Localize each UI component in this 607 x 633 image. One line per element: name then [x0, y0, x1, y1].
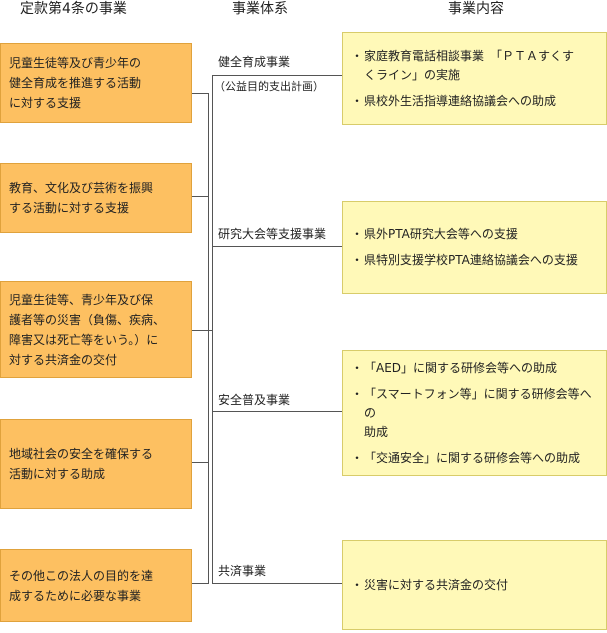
- article-box-1: 児童生徒等及び青少年の 健全育成を推進する活動 に対する支援: [0, 43, 192, 123]
- content-box-1: ・ 家庭教育電話相談事業 「ＰＴＡすくす くライン」の実施 ・ 県校外生活指導連…: [342, 32, 607, 125]
- article-box-2: 教育、文化及び芸術を振興 する活動に対する支援: [0, 163, 192, 233]
- article-text: その他この法人の目的を達 成するために必要な事業: [9, 568, 154, 603]
- content-box-3: ・ 「AED」に関する研修会等への助成 ・ 「スマートフォン等」に関する研修会等…: [342, 350, 607, 476]
- category-label-4: 共済事業: [218, 564, 267, 578]
- content-item: ・ 「スマートフォン等」に関する研修会等への 助成: [351, 386, 592, 439]
- content-item: ・ 県校外生活指導連絡協議会への助成: [351, 93, 557, 108]
- article-box-5: その他この法人の目的を達 成するために必要な事業: [0, 549, 192, 622]
- content-item: ・ 家庭教育電話相談事業 「ＰＴＡすくす くライン」の実施: [351, 48, 575, 82]
- connector-article-2: [192, 196, 208, 197]
- content-item: ・ 災害に対する共済金の交付: [351, 577, 509, 592]
- header-business-content: 事業内容: [448, 1, 504, 17]
- content-item: ・ 「交通安全」に関する研修会等への助成: [351, 450, 581, 465]
- article-text: 児童生徒等、青少年及び保 護者等の災害（負傷、疾病、 障害又は死亡等をいう。）に…: [9, 292, 166, 367]
- content-item: ・ 県特別支援学校PTA連絡協議会への支援: [351, 253, 578, 267]
- content-box-2: ・ 県外PTA研究大会等への支援 ・ 県特別支援学校PTA連絡協議会への支援: [342, 201, 607, 294]
- content-box-4: ・ 災害に対する共済金の交付: [342, 540, 607, 630]
- article-text: 地域社会の安全を確保する 活動に対する助成: [9, 447, 154, 481]
- category-label-3: 安全普及事業: [218, 393, 291, 407]
- connector-category-1: [212, 75, 342, 76]
- category-label-2: 研究大会等支援事業: [218, 227, 327, 241]
- header-business-system: 事業体系: [232, 1, 288, 17]
- connector-article-5: [192, 583, 208, 584]
- connector-category-2: [212, 246, 342, 247]
- connector-join: [208, 330, 212, 331]
- category-sublabel-1: （公益目的支出計画）: [214, 80, 324, 93]
- connector-center-trunk: [212, 75, 213, 583]
- connector-article-1: [192, 93, 208, 94]
- connector-category-4: [212, 583, 342, 584]
- category-label-1: 健全育成事業: [218, 55, 291, 69]
- article-box-4: 地域社会の安全を確保する 活動に対する助成: [0, 419, 192, 509]
- connector-article-3: [192, 330, 208, 331]
- article-text: 児童生徒等及び青少年の 健全育成を推進する活動 に対する支援: [9, 56, 142, 110]
- article-box-3: 児童生徒等、青少年及び保 護者等の災害（負傷、疾病、 障害又は死亡等をいう。）に…: [0, 281, 192, 378]
- connector-category-3: [212, 411, 342, 412]
- content-item: ・ 「AED」に関する研修会等への助成: [351, 360, 558, 375]
- content-item: ・ 県外PTA研究大会等への支援: [351, 227, 518, 241]
- header-articles: 定款第4条の事業: [20, 1, 127, 17]
- article-text: 教育、文化及び芸術を振興 する活動に対する支援: [9, 181, 154, 215]
- connector-article-4: [192, 462, 208, 463]
- connector-left-trunk: [208, 93, 209, 584]
